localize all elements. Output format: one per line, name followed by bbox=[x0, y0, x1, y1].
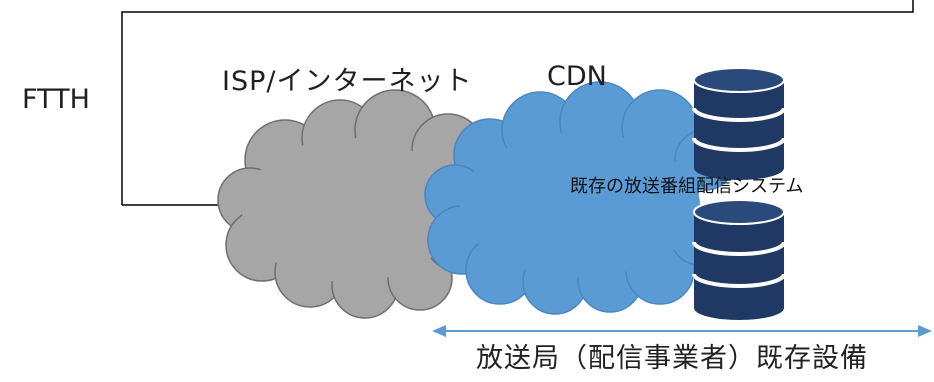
ftth-connection-line bbox=[121, 0, 914, 205]
ftth-label: FTTH bbox=[22, 84, 90, 115]
cdn-label: CDN bbox=[547, 61, 607, 92]
database-icon-top bbox=[692, 67, 786, 180]
database-icon-bottom bbox=[692, 199, 786, 320]
broadcaster-equipment-label: 放送局（配信事業者）既存設備 bbox=[476, 343, 868, 374]
isp-label: ISP/インターネット bbox=[222, 66, 473, 97]
existing-system-label: 既存の放送番組配信システム bbox=[570, 176, 804, 197]
cdn-cloud-icon bbox=[424, 81, 736, 315]
scope-arrow-icon bbox=[432, 325, 932, 337]
